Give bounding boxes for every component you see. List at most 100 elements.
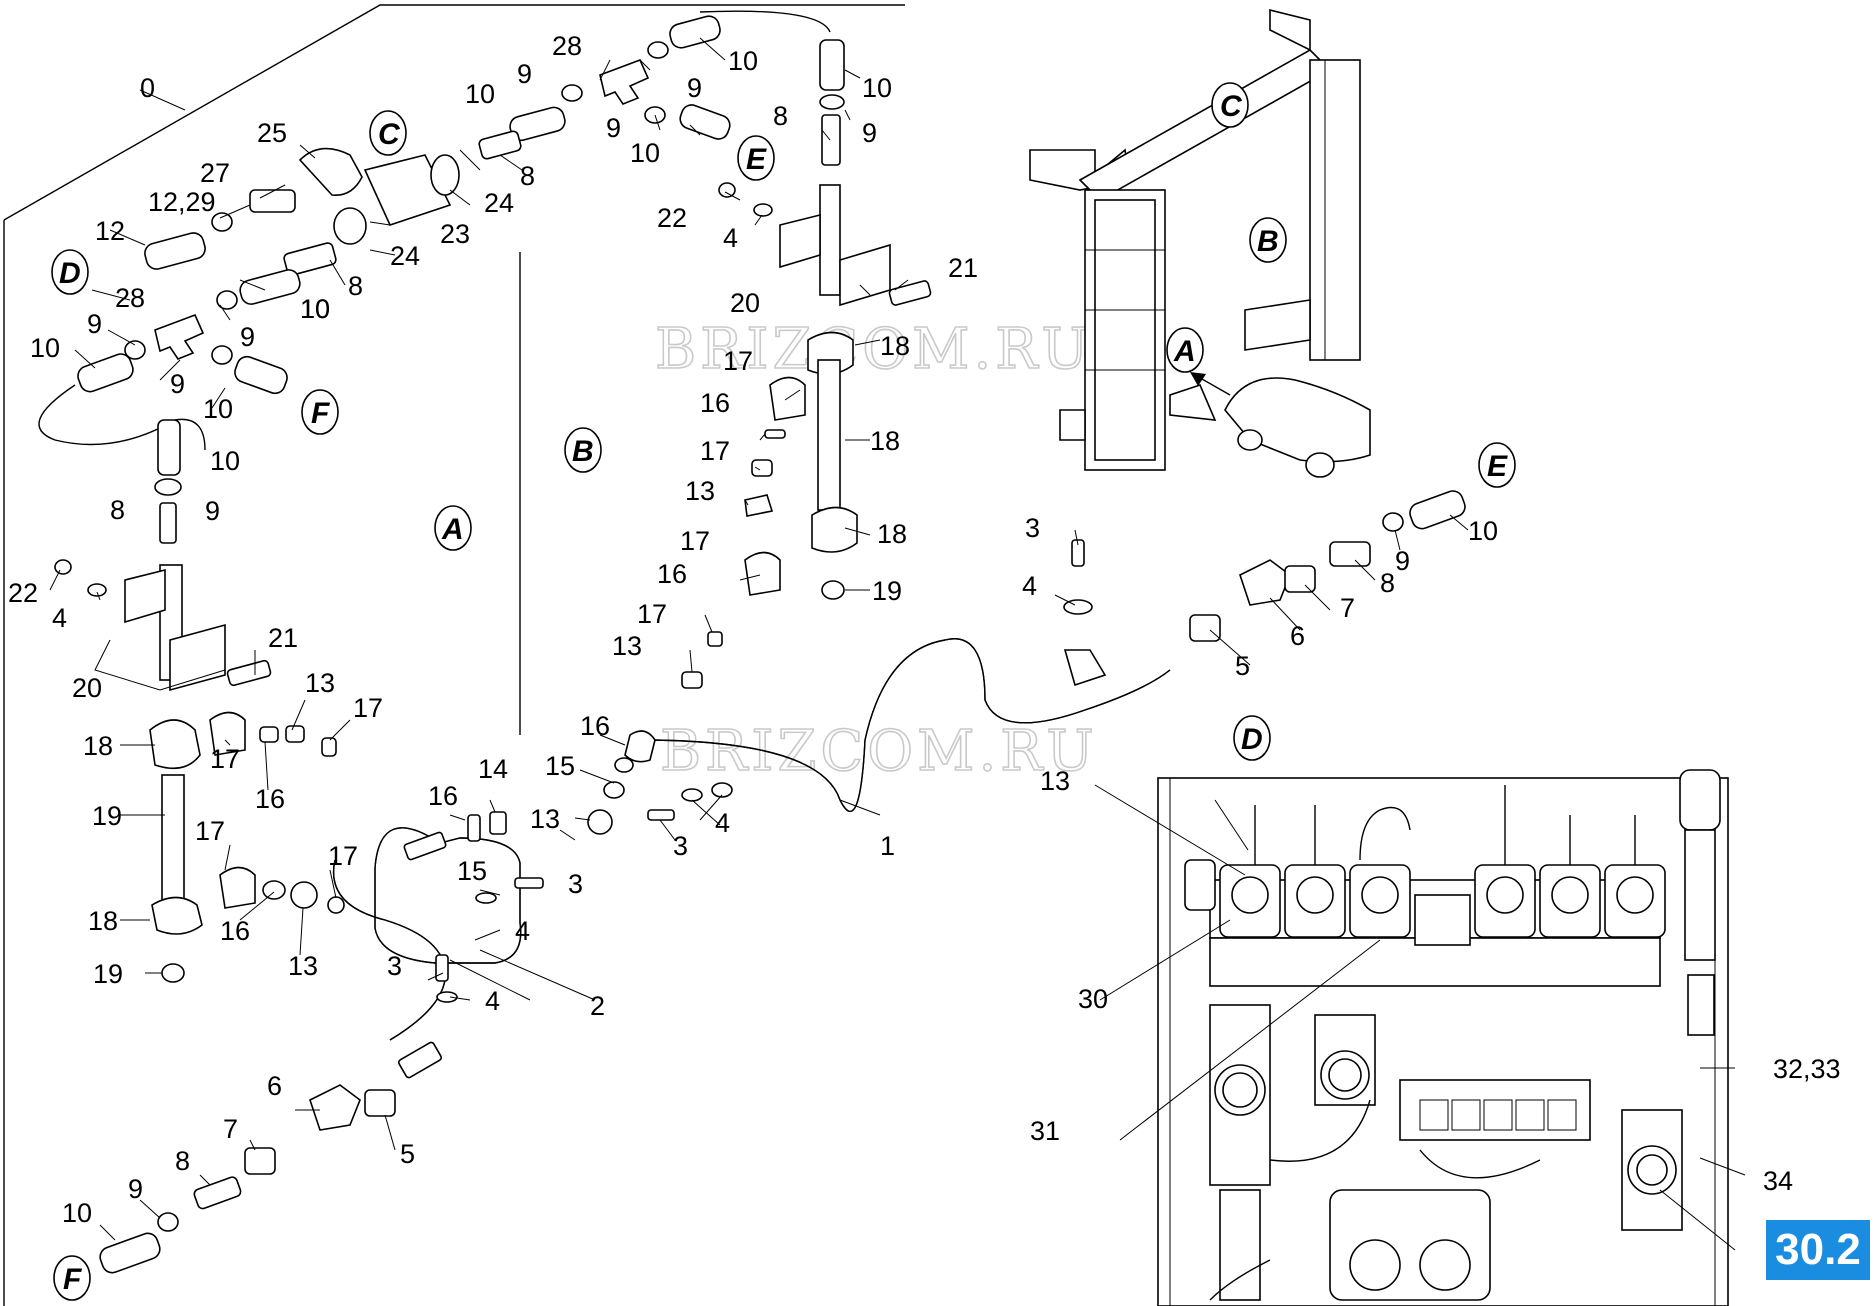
label-26: 23 <box>440 219 470 249</box>
svg-text:D: D <box>1241 723 1263 756</box>
label-29: 27 <box>200 158 230 188</box>
label-21: 19 <box>93 959 123 989</box>
label-32-33: 31 <box>1030 1116 1060 1146</box>
label-10: 10 <box>1468 516 1498 546</box>
label-19: 18 <box>83 731 113 761</box>
label-10: 10 <box>300 294 330 324</box>
label-16: 16 <box>428 781 458 811</box>
label-4: 4 <box>723 223 738 253</box>
label-8: 8 <box>110 495 125 525</box>
label-19: 18 <box>88 906 118 936</box>
label-30: 28 <box>552 31 582 61</box>
watermark-middle: BRIZCOM.RU <box>660 719 1098 784</box>
label-23: 20 <box>72 673 102 703</box>
label-0: 0 <box>140 73 155 103</box>
label-13: 13 <box>530 804 560 834</box>
marker-a-frame: A <box>1166 327 1204 373</box>
marker-f-mid: F <box>301 389 339 435</box>
label-16: 16 <box>220 916 250 946</box>
label-22: 19 <box>92 801 122 831</box>
svg-text:E: E <box>1487 450 1508 483</box>
marker-b-frame: B <box>1249 217 1287 263</box>
label-9: 9 <box>687 73 702 103</box>
label-19: 18 <box>877 519 907 549</box>
label-18: 17 <box>195 816 225 846</box>
watermark-top: BRIZCOM.RU <box>655 317 1093 382</box>
marker-f-bottom: F <box>53 1255 91 1301</box>
page-number-badge: 30.2 <box>1766 1220 1870 1280</box>
part-labels: 0 25 27 12,29 12 28 9 10 9 10 9 10 10 8 … <box>8 31 1841 1228</box>
label-4: 4 <box>515 916 530 946</box>
label-9: 9 <box>170 369 185 399</box>
label-27: 24 <box>390 241 420 271</box>
svg-text:A: A <box>441 513 464 546</box>
label-24: 21 <box>948 253 978 283</box>
label-13: 13 <box>685 476 715 506</box>
label-9: 9 <box>606 113 621 143</box>
label-14: 14 <box>478 754 508 784</box>
label-3: 3 <box>387 951 402 981</box>
label-3: 3 <box>1025 513 1040 543</box>
label-34: 32,33 <box>1773 1054 1841 1084</box>
label-30: 28 <box>115 283 145 313</box>
marker-d-left: D <box>51 249 89 295</box>
label-11: 12 <box>95 216 125 246</box>
label-8: 8 <box>1380 568 1395 598</box>
frame-and-car-illustration <box>1029 8 1371 478</box>
label-17: 17 <box>637 599 667 629</box>
label-28: 25 <box>257 118 287 148</box>
svg-text:F: F <box>311 397 330 430</box>
label-10: 10 <box>862 73 892 103</box>
label-5: 5 <box>1235 651 1250 681</box>
label-17: 17 <box>328 841 358 871</box>
label-20: 18 <box>870 426 900 456</box>
svg-text:D: D <box>59 257 81 290</box>
label-9: 9 <box>240 322 255 352</box>
marker-e-right: E <box>1478 442 1516 488</box>
label-9: 9 <box>862 118 877 148</box>
label-2: 2 <box>590 991 605 1021</box>
svg-text:E: E <box>746 143 767 176</box>
svg-text:C: C <box>378 118 401 151</box>
label-13: 13 <box>288 951 318 981</box>
label-12: 12,29 <box>148 187 216 217</box>
label-4: 4 <box>715 808 730 838</box>
marker-c-frame: C <box>1211 82 1249 128</box>
label-23: 20 <box>730 288 760 318</box>
label-18: 17 <box>680 526 710 556</box>
label-27: 24 <box>484 188 514 218</box>
svg-text:B: B <box>572 435 594 468</box>
valve-panel-photo <box>1157 769 1729 1306</box>
label-8: 8 <box>175 1146 190 1176</box>
label-19: 18 <box>880 331 910 361</box>
label-12-29: 13 <box>1040 766 1070 796</box>
label-10: 10 <box>62 1198 92 1228</box>
label-5: 5 <box>400 1139 415 1169</box>
svg-text:A: A <box>1173 335 1196 368</box>
label-9: 9 <box>517 59 532 89</box>
marker-b-mid: B <box>564 427 602 473</box>
label-13: 13 <box>305 668 335 698</box>
label-18: 17 <box>723 346 753 376</box>
label-9: 9 <box>128 1174 143 1204</box>
label-4: 4 <box>1022 571 1037 601</box>
label-24: 21 <box>268 623 298 653</box>
label-9: 9 <box>205 496 220 526</box>
label-10: 10 <box>30 333 60 363</box>
marker-e-mid: E <box>737 135 775 181</box>
label-25: 22 <box>8 578 38 608</box>
label-25: 22 <box>657 203 687 233</box>
svg-text:F: F <box>63 1263 82 1296</box>
label-17: 17 <box>700 436 730 466</box>
left-hose-assembly <box>38 147 460 983</box>
label-16: 16 <box>255 784 285 814</box>
label-10: 10 <box>728 46 758 76</box>
label-36-37: 34 <box>1763 1166 1793 1196</box>
center-pipe-assembly <box>99 811 544 1274</box>
frame-lines <box>3 4 905 1306</box>
marker-d-panel: D <box>1233 715 1271 761</box>
leader-lines <box>49 37 1746 1251</box>
label-13: 13 <box>612 631 642 661</box>
label-10: 10 <box>465 79 495 109</box>
